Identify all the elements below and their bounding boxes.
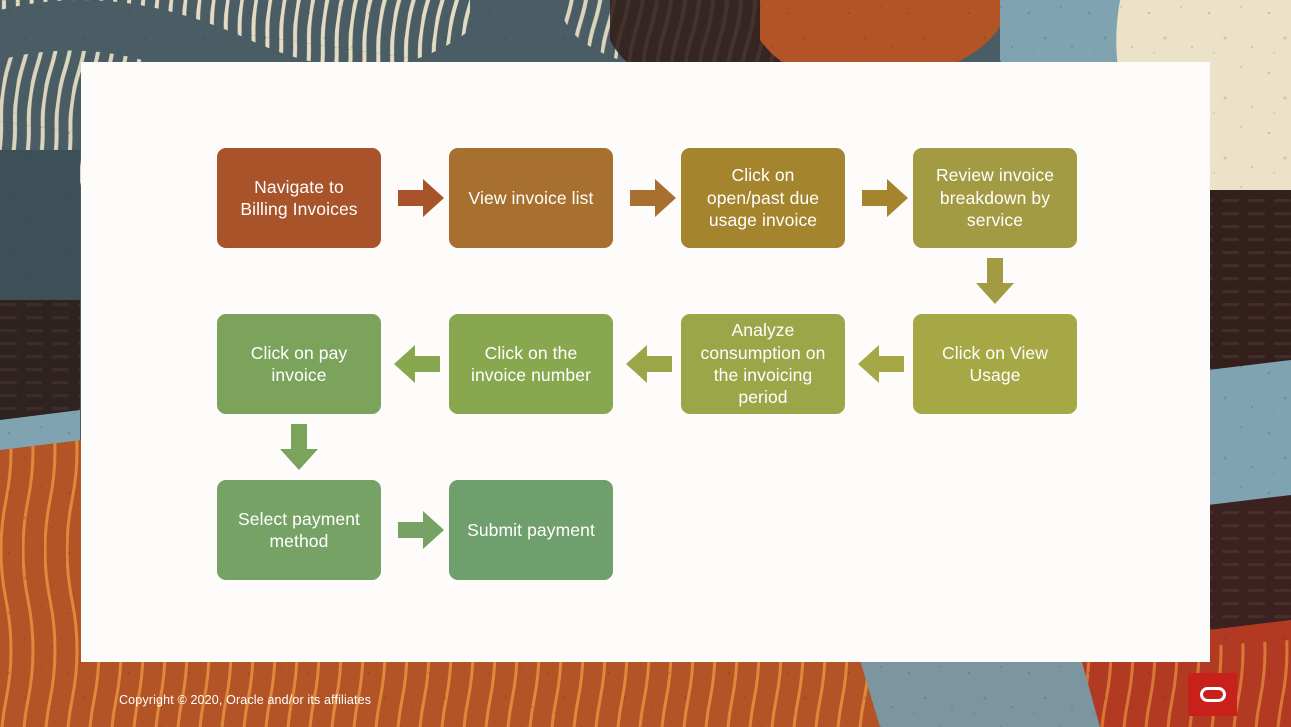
flow-step-click-on-pay-invoice[interactable]: Click on pay invoice bbox=[217, 314, 381, 414]
flow-step-click-on-view-usage[interactable]: Click on View Usage bbox=[913, 314, 1077, 414]
oracle-logo bbox=[1188, 673, 1237, 716]
arrow-invoice-number-to-pay-invoice-icon bbox=[392, 339, 442, 389]
flow-step-review-invoice-breakdown-by-service[interactable]: Review invoice breakdown by service bbox=[913, 148, 1077, 248]
flow-step-select-payment-method[interactable]: Select payment method bbox=[217, 480, 381, 580]
arrow-view-invoice-list-to-click-open-icon bbox=[628, 173, 678, 223]
arrow-review-breakdown-to-view-usage-icon bbox=[970, 256, 1020, 306]
flow-step-view-invoice-list[interactable]: View invoice list bbox=[449, 148, 613, 248]
flow-step-analyze-consumption-invoicing-period[interactable]: Analyze consumption on the invoicing per… bbox=[681, 314, 845, 414]
arrow-select-payment-to-submit-payment-icon bbox=[396, 505, 446, 555]
copyright-text: Copyright © 2020, Oracle and/or its affi… bbox=[119, 693, 372, 707]
flow-step-navigate-to-billing-invoices[interactable]: Navigate to Billing Invoices bbox=[217, 148, 381, 248]
oracle-o-icon bbox=[1199, 687, 1226, 702]
flow-step-click-open-past-due-usage-invoice[interactable]: Click on open/past due usage invoice bbox=[681, 148, 845, 248]
arrow-navigate-to-view-invoice-list-icon bbox=[396, 173, 446, 223]
arrow-click-open-to-review-breakdown-icon bbox=[860, 173, 910, 223]
arrow-pay-invoice-to-select-payment-icon bbox=[274, 422, 324, 472]
arrow-view-usage-to-analyze-consumption-icon bbox=[856, 339, 906, 389]
arrow-analyze-consumption-to-invoice-number-icon bbox=[624, 339, 674, 389]
flow-step-submit-payment[interactable]: Submit payment bbox=[449, 480, 613, 580]
flow-step-click-on-the-invoice-number[interactable]: Click on the invoice number bbox=[449, 314, 613, 414]
